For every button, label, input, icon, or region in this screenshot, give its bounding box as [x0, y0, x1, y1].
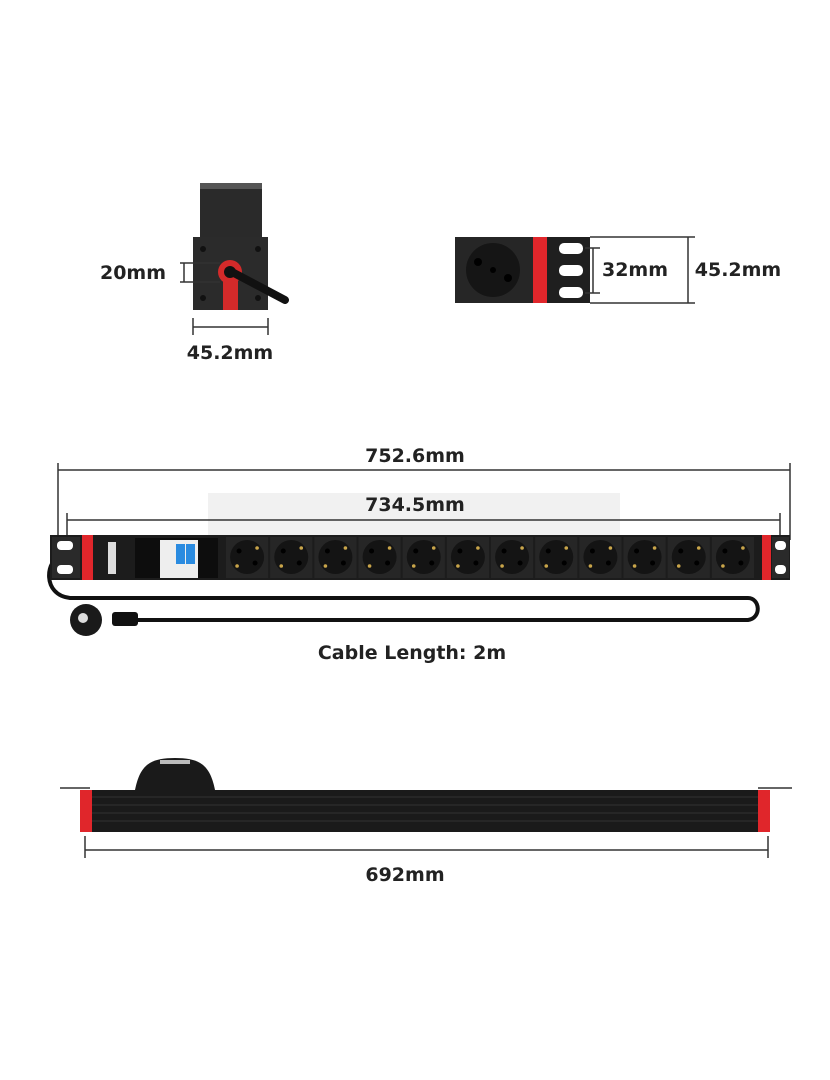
pdu-front-view: [50, 535, 790, 580]
side-length-label: 692mm: [365, 864, 445, 886]
end-view-width-label: 45.2mm: [186, 342, 274, 364]
socket-11: [667, 537, 710, 578]
cable-length-label: Cable Length: 2m: [317, 642, 507, 664]
end-view: [180, 183, 289, 335]
socket-6: [446, 537, 489, 578]
socket-3: [314, 537, 357, 578]
socket-12: [711, 537, 754, 578]
mounting-length-label: 734.5mm: [365, 494, 465, 516]
socket-9: [579, 537, 622, 578]
bracket-height-label: 45.2mm: [694, 259, 782, 281]
socket-7: [491, 537, 534, 578]
hole-spacing-label: 32mm: [601, 259, 669, 281]
pdu-side-view: [60, 758, 792, 858]
socket-8: [535, 537, 578, 578]
socket-2: [270, 537, 313, 578]
bracket-view: [455, 236, 695, 304]
plug-icon: [70, 604, 138, 636]
socket-10: [623, 537, 666, 578]
end-view-height-label: 20mm: [99, 262, 167, 284]
socket-1: [226, 537, 269, 578]
socket-4: [358, 537, 401, 578]
socket-5: [402, 537, 445, 578]
overall-length-label: 752.6mm: [365, 445, 465, 467]
